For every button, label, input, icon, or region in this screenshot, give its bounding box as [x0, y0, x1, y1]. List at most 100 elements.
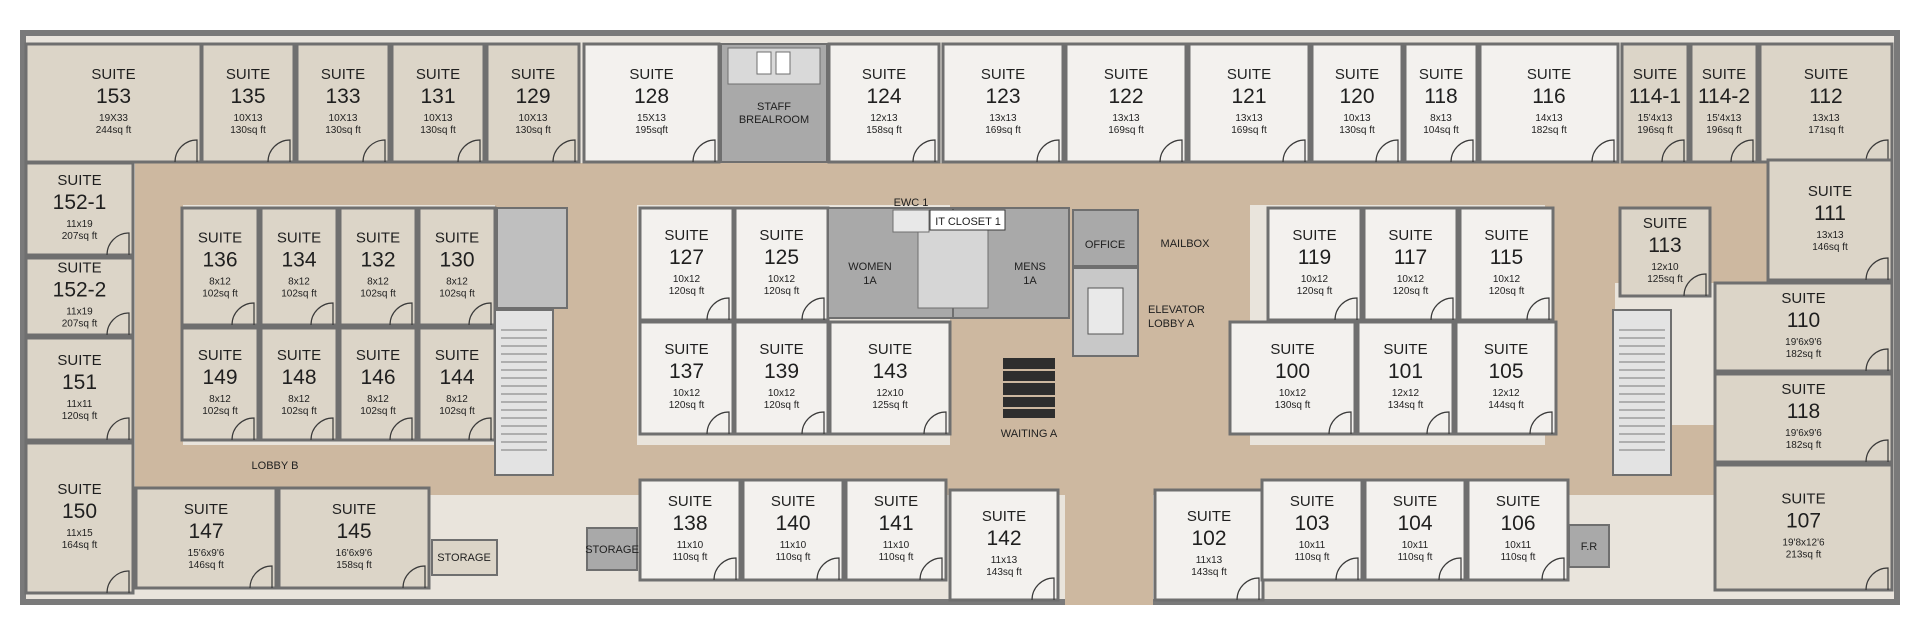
suite-number: 130: [439, 249, 474, 272]
suite-118[interactable]: [1403, 42, 1479, 164]
ewc[interactable]: [892, 209, 930, 233]
door-icon: [706, 411, 730, 435]
suite-number: 110: [1787, 309, 1820, 332]
suite-124[interactable]: [827, 42, 941, 164]
door-icon: [1529, 411, 1553, 435]
it-closet[interactable]: [929, 209, 1006, 231]
suite-111[interactable]: [1766, 158, 1894, 282]
suite-104[interactable]: [1363, 478, 1467, 582]
door-icon: [1541, 557, 1565, 581]
suite-135[interactable]: [200, 42, 296, 164]
suite-114-1[interactable]: [1620, 42, 1690, 164]
suite-150[interactable]: [24, 441, 135, 595]
suite-114-2[interactable]: [1689, 42, 1759, 164]
suite-148[interactable]: [259, 326, 339, 442]
suite-dimensions: 8x12: [288, 394, 310, 405]
suite-word: SUITE: [1484, 341, 1528, 358]
suite-area: 213sq ft: [1786, 550, 1822, 561]
suite-140[interactable]: [741, 478, 845, 582]
suite-152-1[interactable]: [24, 161, 135, 257]
suite-word: SUITE: [332, 501, 376, 518]
suite-132[interactable]: [338, 206, 418, 327]
suite-133[interactable]: [295, 42, 391, 164]
suite-number: 107: [1786, 510, 1821, 533]
fire-riser-label: F.R: [1581, 541, 1598, 553]
door-icon: [1036, 139, 1060, 163]
suite-113[interactable]: [1618, 206, 1712, 298]
suite-143[interactable]: [828, 320, 952, 436]
suite-130[interactable]: [417, 206, 497, 327]
suite-area: 134sq ft: [1388, 400, 1424, 411]
suite-102[interactable]: [1153, 488, 1265, 602]
office[interactable]: [1072, 209, 1139, 267]
storage-left[interactable]: [431, 539, 498, 576]
suite-number: 143: [872, 360, 907, 383]
suite-dimensions: 11x15: [66, 528, 93, 539]
suite-107[interactable]: [1713, 463, 1894, 592]
suite-area: 164sq ft: [62, 540, 98, 551]
suite-122[interactable]: [1064, 42, 1188, 164]
suite-word: SUITE: [982, 508, 1026, 525]
suite-142[interactable]: [948, 488, 1060, 602]
suite-dimensions: 10x12: [673, 274, 701, 285]
suite-110[interactable]: [1713, 281, 1894, 373]
fire-riser[interactable]: [1568, 524, 1610, 568]
suite-word: SUITE: [1393, 493, 1437, 510]
suite-word: SUITE: [1227, 66, 1271, 83]
suite-area: 169sq ft: [1108, 125, 1144, 136]
suite-129[interactable]: [485, 42, 581, 164]
suite-dimensions: 15X13: [637, 113, 666, 124]
suite-number: 131: [420, 85, 455, 108]
suite-149[interactable]: [180, 326, 260, 442]
storage-left-label: STORAGE: [437, 552, 491, 564]
waiting-label: WAITING A: [1001, 428, 1058, 440]
suite-146[interactable]: [338, 326, 418, 442]
suite-dimensions: 19'8x12'6: [1782, 538, 1825, 549]
suite-word: SUITE: [57, 481, 101, 498]
suite-word: SUITE: [629, 66, 673, 83]
suite-141[interactable]: [844, 478, 948, 582]
suite-116[interactable]: [1478, 42, 1620, 164]
suite-number: 128: [634, 85, 669, 108]
suite-dimensions: 10x12: [768, 274, 796, 285]
suite-area: 120sq ft: [669, 400, 705, 411]
women-label-2: 1A: [863, 275, 877, 287]
suite-103[interactable]: [1260, 478, 1364, 582]
suite-145[interactable]: [277, 486, 431, 590]
suite-100[interactable]: [1228, 320, 1357, 436]
suite-139[interactable]: [733, 320, 830, 436]
suite-128[interactable]: [582, 42, 721, 164]
suite-147[interactable]: [134, 486, 278, 590]
suite-area: 130sq ft: [1339, 125, 1375, 136]
door-icon: [1334, 297, 1358, 321]
door-icon: [468, 302, 492, 326]
door-icon: [713, 557, 737, 581]
suite-131[interactable]: [390, 42, 486, 164]
suite-area: 102sq ft: [281, 289, 317, 300]
suite-dimensions: 14x13: [1535, 113, 1563, 124]
suite-123[interactable]: [941, 42, 1065, 164]
suite-word: SUITE: [184, 501, 228, 518]
suite-134[interactable]: [259, 206, 339, 327]
suite-144[interactable]: [417, 326, 497, 442]
suite-106[interactable]: [1466, 478, 1570, 582]
suite-area: 130sq ft: [325, 125, 361, 136]
suite-121[interactable]: [1187, 42, 1311, 164]
suite-area: 102sq ft: [439, 289, 475, 300]
breakroom-sink: [775, 51, 791, 75]
suite-136[interactable]: [180, 206, 260, 327]
suite-118[interactable]: [1713, 372, 1894, 464]
suite-152-2[interactable]: [24, 256, 135, 337]
door-icon: [1159, 139, 1183, 163]
suite-number: 152-1: [53, 191, 107, 214]
suite-word: SUITE: [435, 347, 479, 364]
storage-mid[interactable]: [586, 527, 638, 571]
suite-number: 113: [1648, 234, 1681, 257]
suite-area: 102sq ft: [202, 289, 238, 300]
suite-138[interactable]: [638, 478, 742, 582]
suite-word: SUITE: [1104, 66, 1148, 83]
suite-number: 133: [325, 85, 360, 108]
suite-word: SUITE: [57, 260, 101, 277]
door-icon: [1236, 577, 1260, 601]
suite-112[interactable]: [1758, 42, 1894, 164]
